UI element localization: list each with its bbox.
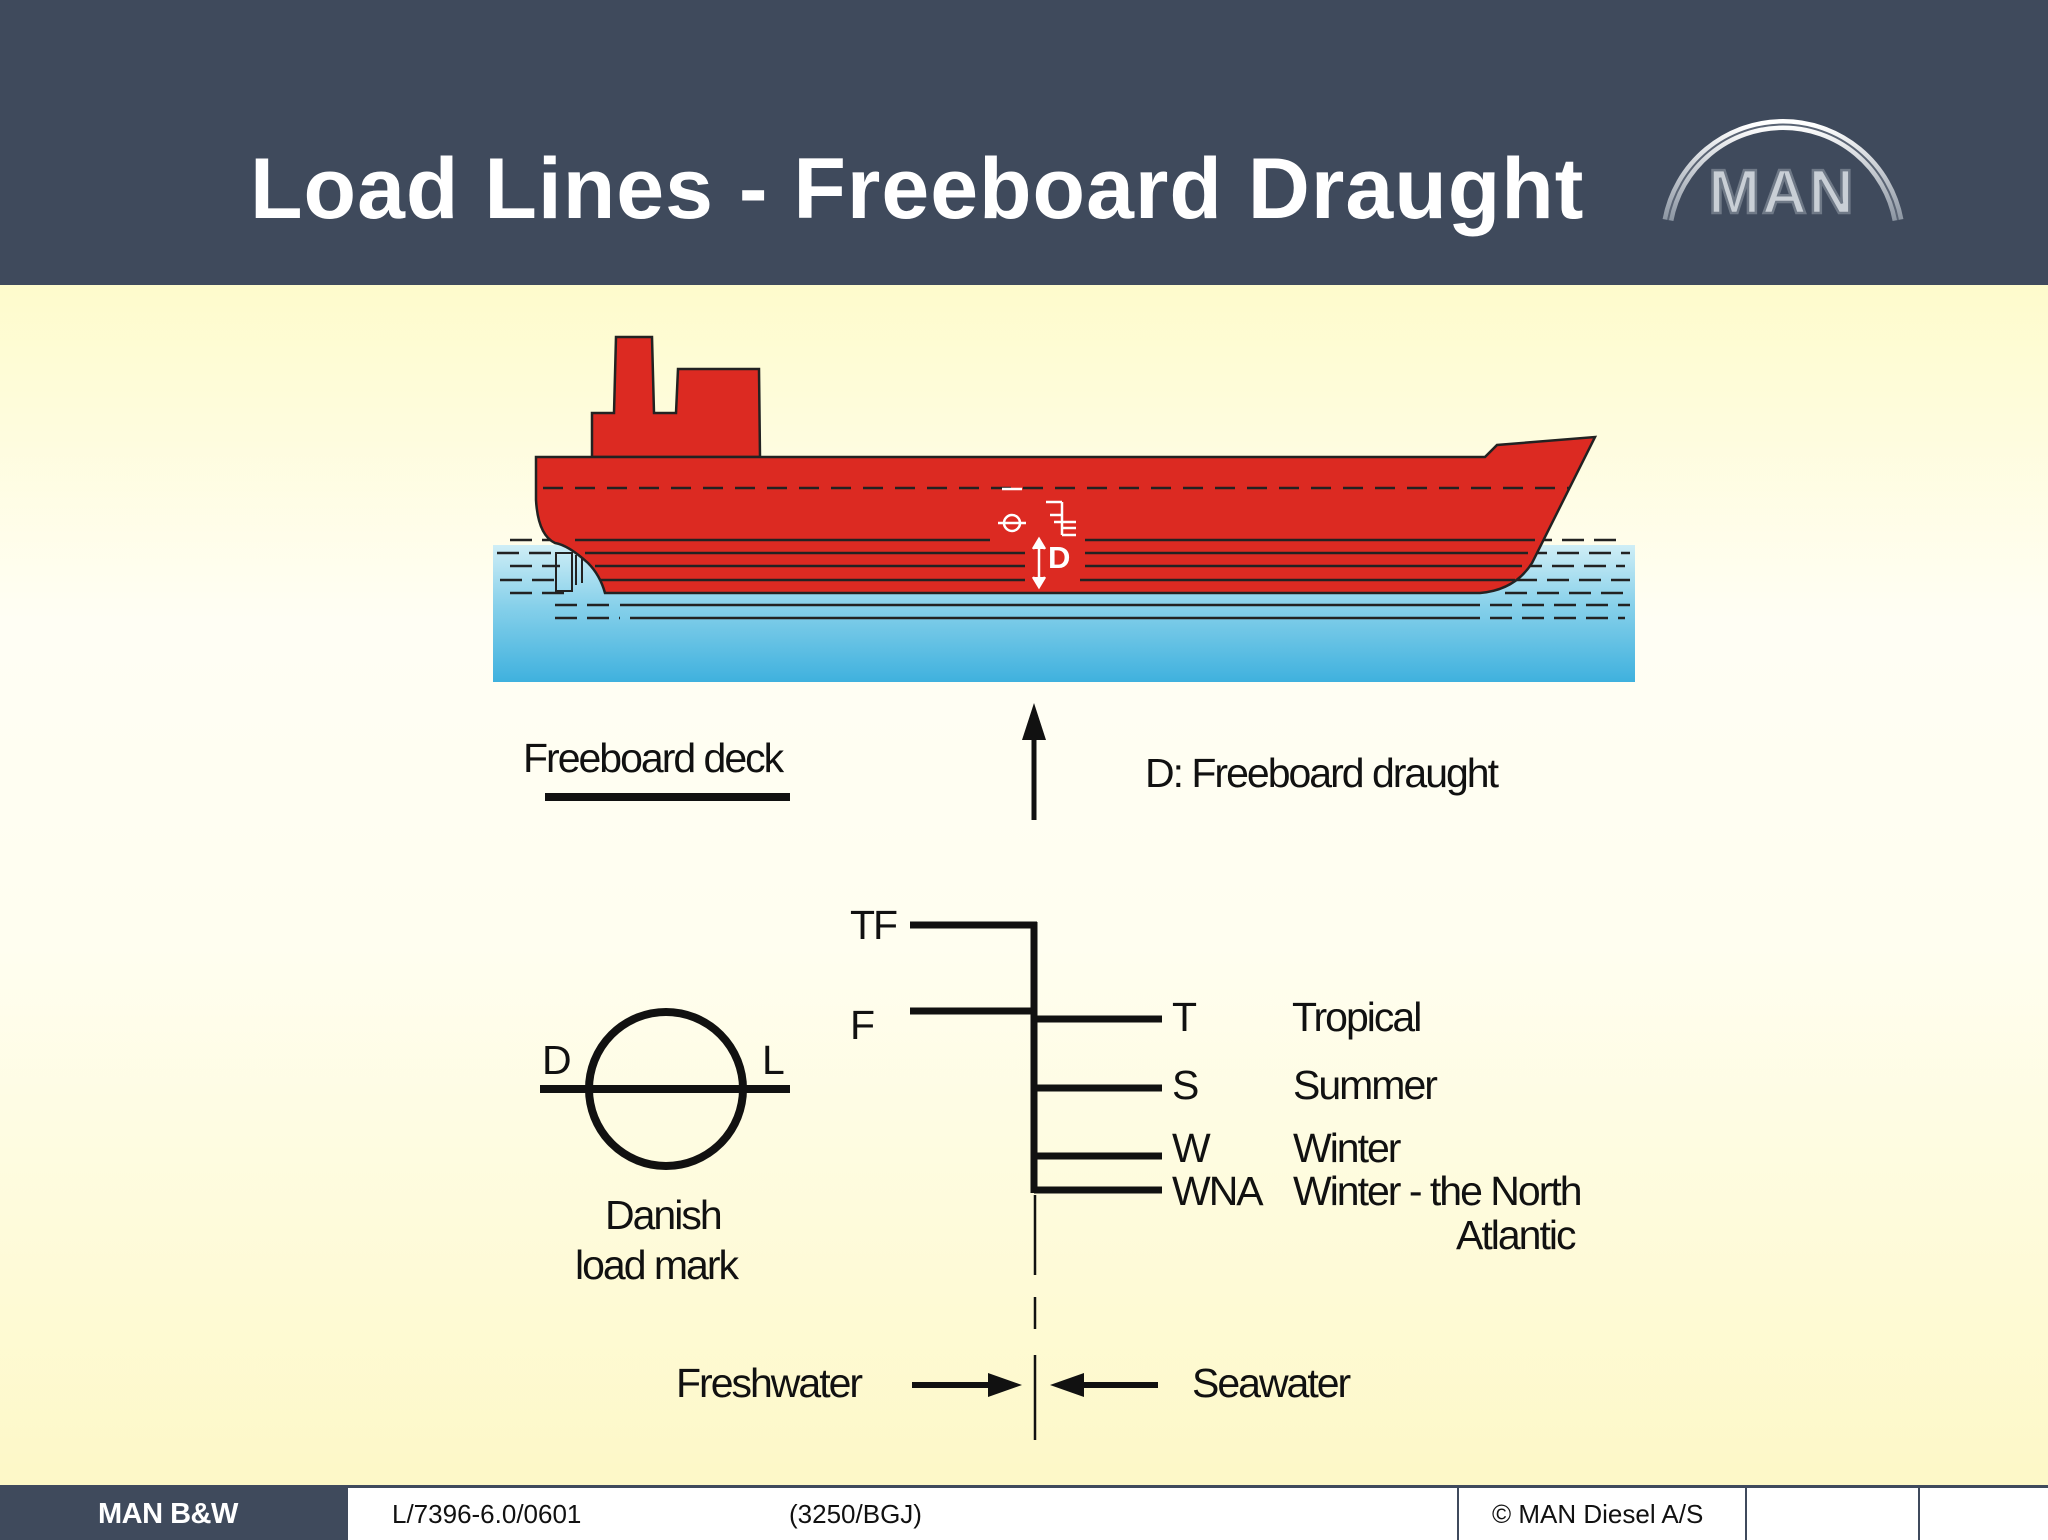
mark-code-wna: WNA [1172,1168,1264,1214]
footer-divider-1 [1457,1488,1459,1540]
load-line-scale [910,921,1162,1194]
freshwater-label: Freshwater [676,1360,863,1406]
slide-title: Load Lines - Freeboard Draught [250,141,1585,237]
danish-mark-left-letter: D [542,1037,572,1083]
mark-code-t: T [1172,994,1197,1040]
slide-content: D [0,285,2048,1485]
mark-code-w: W [1172,1125,1211,1171]
footer-doc-code: L/7396-6.0/0601 [392,1499,582,1529]
footer-brand: MAN B&W [0,1488,348,1540]
danish-load-mark-symbol [540,1008,790,1170]
seawater-label: Seawater [1192,1360,1351,1406]
footer-ref: (3250/BGJ) [789,1499,922,1529]
slide-header: Load Lines - Freeboard Draught MAN [0,0,2048,285]
hull-waterlines [575,538,1535,582]
ship: D [534,335,1598,595]
mark-name-winter-north-atlantic-2: Atlantic [1456,1212,1576,1258]
mark-name-winter-north-atlantic: Winter - the North [1293,1168,1583,1214]
mark-code-f: F [850,1002,875,1048]
mark-name-summer: Summer [1293,1062,1438,1108]
water-surface-dashes [497,538,1630,620]
seawater-arrow [1050,1373,1158,1397]
rudder-propeller [555,552,583,592]
ship-superstructure [590,335,762,459]
danish-mark-caption-2: load mark [575,1242,739,1288]
draught-up-arrow [1022,703,1046,820]
draught-marker-label: D [1048,540,1070,575]
danish-mark-caption-1: Danish [605,1192,723,1238]
mark-name-winter: Winter [1293,1125,1401,1171]
footer-divider-2 [1745,1488,1747,1540]
mark-name-tropical: Tropical [1292,994,1422,1040]
load-line-diagram: D [493,335,1635,1440]
man-logo-text: MAN [1708,158,1855,227]
mark-code-tf: TF [850,902,898,948]
freshwater-arrow [912,1373,1022,1397]
footer-divider-3 [1918,1488,1920,1540]
footer-copyright: © MAN Diesel A/S [1492,1499,1704,1529]
danish-mark-right-letter: L [762,1037,785,1083]
freeboard-deck-label: Freeboard deck [523,735,784,781]
hull-load-mark [998,487,1076,590]
slide-footer: MAN B&W L/7396-6.0/0601 (3250/BGJ) © MAN… [0,1485,2048,1540]
mark-code-s: S [1172,1062,1199,1108]
freeboard-draught-label: D: Freeboard draught [1145,750,1499,796]
man-logo: MAN [1662,119,1904,228]
